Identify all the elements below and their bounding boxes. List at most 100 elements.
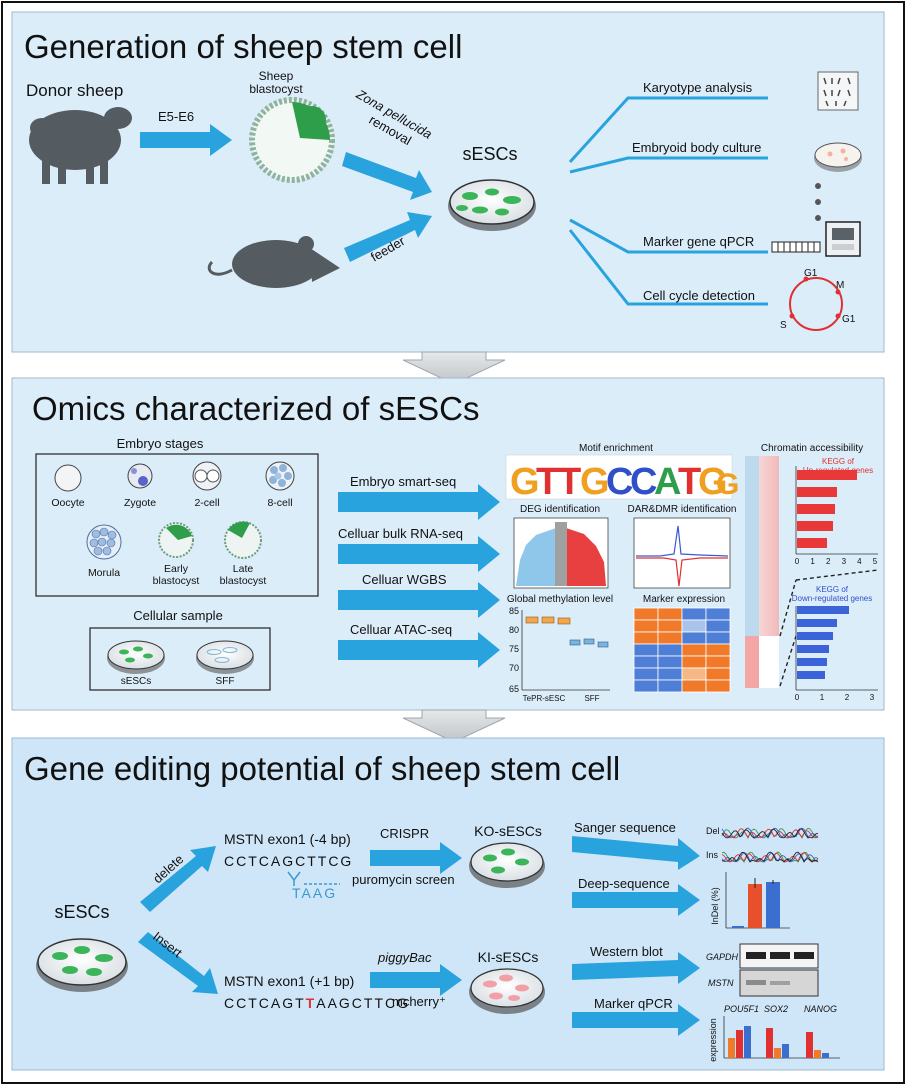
qpcr-bar <box>782 1044 789 1058</box>
method-arrows <box>338 484 500 668</box>
kegg-up-bar <box>797 504 835 514</box>
trace-line <box>721 852 819 863</box>
arrow-insert <box>138 932 218 994</box>
sanger-label: Sanger sequence <box>574 820 676 835</box>
heatmap-cell <box>657 643 683 657</box>
stage-label: E5-E6 <box>158 109 194 124</box>
arrow-piggybac <box>370 964 462 996</box>
seq-ins-a: CCTCAGT <box>224 995 306 1011</box>
analysis-branch-lines <box>568 96 768 306</box>
sescs-edit-dish-icon <box>36 938 128 992</box>
meth-tick-65: 65 <box>509 684 519 694</box>
embryo-box-title: Embryo stages <box>117 436 204 451</box>
heatmap-cell <box>657 667 683 681</box>
kegg-down-bar <box>797 671 825 679</box>
kegg-down-title-2: Down-regulated genes <box>792 594 873 603</box>
analysis-karyotype: Karyotype analysis <box>643 80 753 95</box>
qpcr-bar <box>728 1038 735 1058</box>
sanger-trace-ins <box>721 851 819 863</box>
donor-sheep-label: Donor sheep <box>26 81 123 100</box>
cellular-sample-box <box>89 627 271 691</box>
kegg-up-tick: 0 <box>795 557 800 566</box>
heatmap-cell <box>705 679 731 693</box>
method-wgbs: Celluar WGBS <box>362 572 447 587</box>
puromycin-label: puromycin screen <box>352 872 455 887</box>
sescs-dish-icon <box>448 179 536 231</box>
qpcr-bar <box>814 1050 821 1058</box>
eight-cell-icon <box>265 461 295 491</box>
western-label: Western blot <box>590 944 663 959</box>
seq-taag: TAAG <box>292 885 337 901</box>
motif-letter-4: G <box>580 461 610 503</box>
ki-dish-icon <box>469 968 545 1014</box>
qpcr-label: Marker qPCR <box>594 996 673 1011</box>
kegg-down-bar <box>797 632 833 640</box>
western-gapdh: GAPDH <box>706 952 739 962</box>
kegg-down-tick: 0 <box>795 693 800 702</box>
sanger-ins: Ins <box>706 850 719 860</box>
indel-bar-ko1 <box>748 884 762 928</box>
morula-icon <box>86 524 122 560</box>
heatmap-cell <box>633 667 659 681</box>
meth-tick-80: 80 <box>509 625 519 635</box>
sample-sescs: sESCs <box>121 676 152 687</box>
zygote-icon <box>127 463 153 489</box>
heatmap-cell <box>705 655 731 669</box>
cycle-g1-top: G1 <box>804 268 818 279</box>
arrow-feeder-to-sescs <box>344 212 432 262</box>
qpcr-bar-chart <box>723 1016 840 1059</box>
motif-letter-8: T <box>678 461 701 503</box>
motif-title: Motif enrichment <box>579 443 653 454</box>
heatmap-cell <box>681 619 707 633</box>
motif-letter-10: G <box>716 468 739 501</box>
heatmap-cell <box>681 631 707 645</box>
two-cell-icon <box>192 461 222 491</box>
heatmap-cell <box>705 631 731 645</box>
heatmap-cell <box>657 619 683 633</box>
kegg-down-bar <box>797 619 837 627</box>
method-atac: Celluar ATAC-seq <box>350 622 452 637</box>
deg-volcano-plot <box>513 517 609 589</box>
sff-sample-dish-icon <box>196 640 254 674</box>
arrow-donor-to-blastocyst <box>140 124 232 156</box>
heatmap-cell <box>705 643 731 657</box>
sanger-del: Del <box>706 826 720 836</box>
motif-letter-9: G <box>698 461 728 503</box>
kegg-up-tick: 4 <box>857 557 862 566</box>
kegg-down-bar <box>797 645 829 653</box>
heatmap-cell <box>705 607 731 621</box>
stage-oocyte: Oocyte <box>51 497 84 509</box>
indel-axis-label: InDel (%) <box>710 887 720 925</box>
motif-letter-6: C <box>630 461 657 503</box>
cellular-title: Cellular sample <box>133 608 223 623</box>
stage-morula: Morula <box>88 567 120 579</box>
stage-late-1: Late <box>233 563 254 575</box>
method-bulkrna: Celluar bulk RNA-seq <box>338 526 463 541</box>
western-blot-image <box>739 943 819 997</box>
heatmap-cell <box>705 667 731 681</box>
heatmap-cell <box>633 643 659 657</box>
qpcr-bar <box>744 1026 751 1058</box>
marker-title: Marker expression <box>643 594 725 605</box>
meth-group-sff: SFF <box>584 694 599 703</box>
panel2-title: Omics characterized of sESCs <box>32 390 479 427</box>
chromatin-heatmap <box>745 456 779 688</box>
blastocyst-icon <box>249 97 335 183</box>
stage-zygote: Zygote <box>124 497 156 509</box>
arrow-delete <box>140 846 216 912</box>
mstn-del-label: MSTN exon1 (-4 bp) <box>224 831 351 847</box>
heatmap-cell <box>705 619 731 633</box>
stage-8cell: 8-cell <box>267 497 292 509</box>
connector-arrow-2 <box>402 709 506 743</box>
early-blastocyst-icon <box>158 522 194 558</box>
trace-line <box>721 851 819 863</box>
sample-sff: SFF <box>216 676 235 687</box>
stage-late-2: blastocyst <box>220 575 267 587</box>
kegg-up-tick: 5 <box>873 557 878 566</box>
sescs-label-top: sESCs <box>462 144 517 164</box>
meth-group-sesc: TePR-sESC <box>523 694 566 703</box>
heatmap-cell <box>657 679 683 693</box>
methylation-title: Global methylation level <box>507 594 613 605</box>
heatmap-cell <box>633 655 659 669</box>
